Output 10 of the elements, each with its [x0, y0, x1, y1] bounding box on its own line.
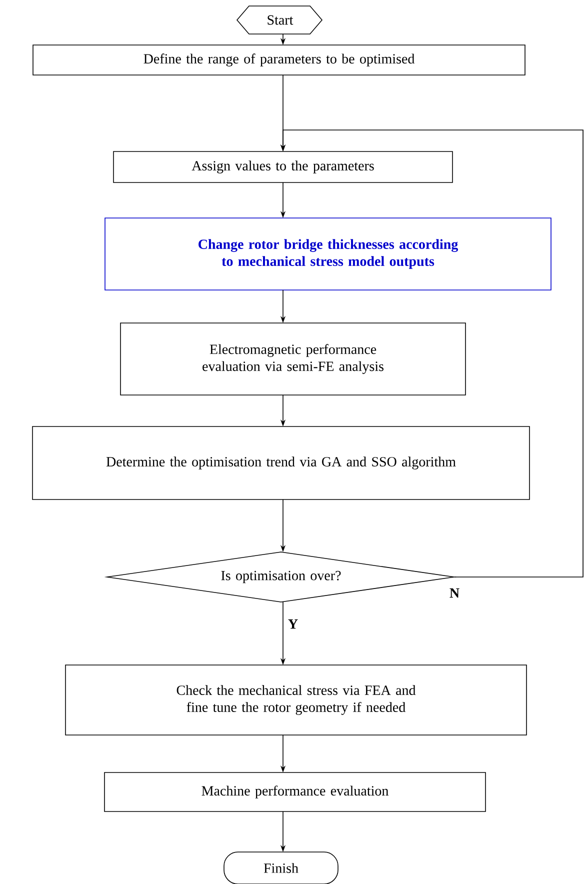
- process-box: Change rotor bridge thicknesses according to mechanical stress model outputs: [104, 218, 552, 290]
- process-box: Machine performance evaluation: [104, 772, 486, 812]
- process-box: Define the range of parameters to be optimised: [32, 44, 526, 76]
- process-box: Determine the optimisation trend via GA and SSO algorithm: [32, 426, 530, 500]
- process-box: Electromagnetic performance evaluation via semi-FE analysis: [120, 322, 466, 396]
- edge-label: Y: [288, 619, 298, 629]
- end-terminal: Finish: [224, 852, 338, 884]
- process-box: Check the mechanical stress via FEA and fine tune the rotor geometry if needed: [65, 664, 527, 736]
- edge-label: N: [450, 588, 460, 598]
- process-box: Assign values to the parameters: [113, 151, 453, 183]
